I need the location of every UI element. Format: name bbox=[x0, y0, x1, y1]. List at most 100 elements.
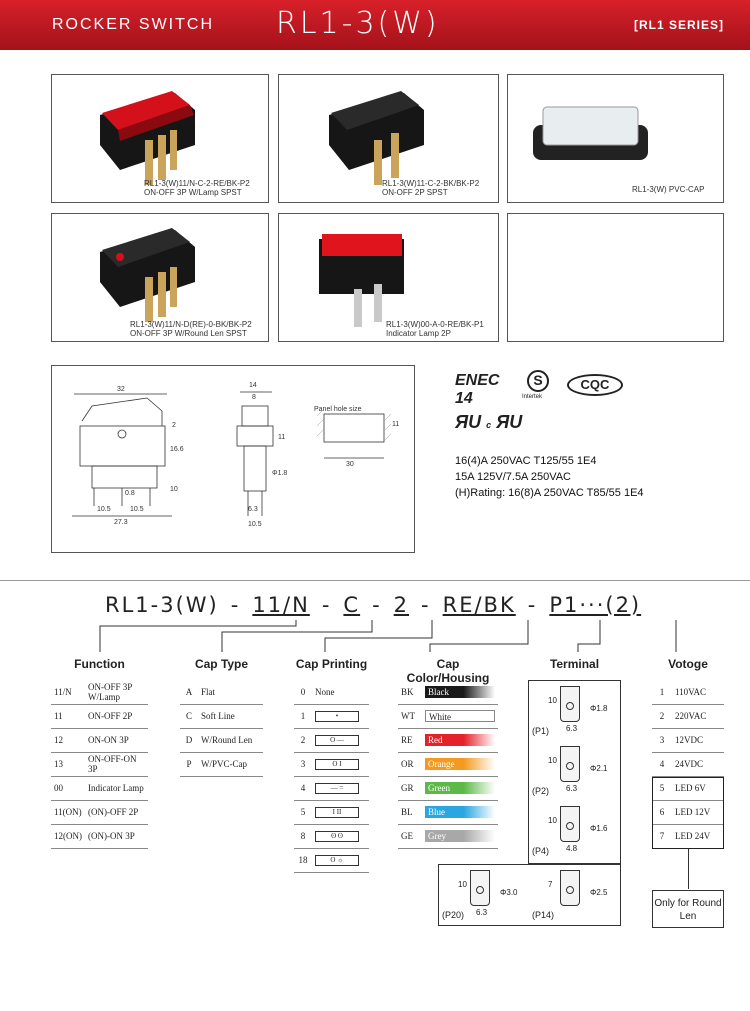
function-code: 11/N bbox=[51, 680, 85, 705]
capcolor-code: GE bbox=[398, 824, 422, 849]
function-code: 11 bbox=[51, 704, 85, 729]
led-note: Only for Round Len bbox=[652, 890, 724, 928]
terminal-hole bbox=[476, 886, 484, 894]
capprint-code: 8 bbox=[294, 824, 312, 849]
votage-value: 12VDC bbox=[672, 728, 724, 753]
dim-10-5a: 10.5 bbox=[97, 506, 111, 513]
terminal-name: (P20) bbox=[442, 910, 465, 920]
dim-16-6: 16.6 bbox=[170, 446, 184, 453]
capcolor-bar: White bbox=[425, 710, 495, 722]
function-code: 12 bbox=[51, 728, 85, 753]
capprint-heading: Cap Printing bbox=[295, 657, 368, 671]
dim-0-8: 0.8 bbox=[125, 490, 135, 497]
dim-10: 10 bbox=[170, 486, 178, 493]
votage-value: 110VAC bbox=[672, 680, 724, 705]
dim-27-3: 27.3 bbox=[114, 519, 128, 526]
terminal-name: (P4) bbox=[532, 846, 550, 856]
panel-hole-label: Panel hole size bbox=[314, 406, 362, 413]
votage-code: 3 bbox=[652, 728, 672, 753]
capcolor-code: RE bbox=[398, 728, 422, 753]
capprint-symbol: O ☼ bbox=[312, 848, 369, 873]
dim-32: 32 bbox=[117, 386, 125, 393]
header-series: [RL1 SERIES] bbox=[633, 18, 724, 32]
switch-red-lamp-image bbox=[100, 91, 195, 185]
terminal-height: 10 bbox=[458, 880, 467, 889]
capprint-symbol: O — bbox=[312, 728, 369, 753]
captype-heading: Cap Type bbox=[194, 657, 249, 671]
terminal-box-lower bbox=[438, 864, 621, 926]
intertek-label: Intertek bbox=[522, 394, 543, 400]
capcolor-swatch: Blue bbox=[422, 800, 498, 825]
capcolor-code: BL bbox=[398, 800, 422, 825]
dim-2: 2 bbox=[172, 422, 176, 429]
product-panel-3: RL1-3(W) PVC-CAP bbox=[507, 74, 724, 203]
capprint-code: 3 bbox=[294, 752, 312, 777]
capcolor-bar: Black bbox=[425, 685, 495, 698]
capprint-symbol: • bbox=[312, 704, 369, 729]
capprint-code: 1 bbox=[294, 704, 312, 729]
terminal-width: 6.3 bbox=[566, 784, 578, 793]
function-desc: ON-ON 3P bbox=[85, 728, 148, 753]
terminal-height: 10 bbox=[548, 696, 557, 705]
function-code: 11(ON) bbox=[51, 800, 85, 825]
function-heading: Function bbox=[74, 657, 125, 671]
capprint-row: 4— = bbox=[294, 776, 369, 801]
switch-black-image bbox=[329, 91, 424, 185]
terminal-diameter: Φ2.1 bbox=[590, 764, 608, 773]
dim-14: 14 bbox=[249, 382, 257, 389]
votage-code: 2 bbox=[652, 704, 672, 729]
terminal-height: 10 bbox=[548, 756, 557, 765]
rating-line-2: 15A 125V/7.5A 250VAC bbox=[455, 471, 571, 483]
capcolor-swatch: Red bbox=[422, 728, 498, 753]
function-code: 13 bbox=[51, 752, 85, 777]
capprint-symbol-box: O ☼ bbox=[315, 855, 359, 866]
dim-8: 8 bbox=[252, 394, 256, 401]
capprint-symbol: ʘ ʘ bbox=[312, 824, 369, 849]
capcolor-bar: Blue bbox=[425, 806, 495, 818]
dim-10-5b: 10.5 bbox=[130, 506, 144, 513]
capcolor-code: GR bbox=[398, 776, 422, 801]
function-desc: Indicator Lamp bbox=[85, 776, 148, 801]
terminal-hole bbox=[566, 886, 574, 894]
votage-value: 24VDC bbox=[672, 752, 724, 777]
ul-logo: ЯU c ЯU bbox=[455, 412, 523, 432]
function-row: 12(ON)(ON)-ON 3P bbox=[51, 824, 148, 849]
votage-code: 1 bbox=[652, 680, 672, 705]
terminal-hole bbox=[566, 822, 574, 830]
intertek-s-logo: S bbox=[527, 370, 549, 392]
capcolor-bar: Orange bbox=[425, 758, 495, 770]
dim-11b: 11 bbox=[392, 421, 400, 428]
dim-10-5c: 10.5 bbox=[248, 521, 262, 528]
capprint-symbol-box: • bbox=[315, 711, 359, 722]
capcolor-swatch: Green bbox=[422, 776, 498, 801]
votage-value: 220VAC bbox=[672, 704, 724, 729]
capprint-code: 2 bbox=[294, 728, 312, 753]
captype-desc: W/Round Len bbox=[198, 728, 263, 753]
rating-line-3: (H)Rating: 16(8)A 250VAC T85/55 1E4 bbox=[455, 487, 644, 499]
header-model: RL1-3(W) bbox=[276, 6, 440, 41]
capcolor-swatch: Grey bbox=[422, 824, 498, 849]
terminal-heading: Terminal bbox=[549, 657, 600, 671]
